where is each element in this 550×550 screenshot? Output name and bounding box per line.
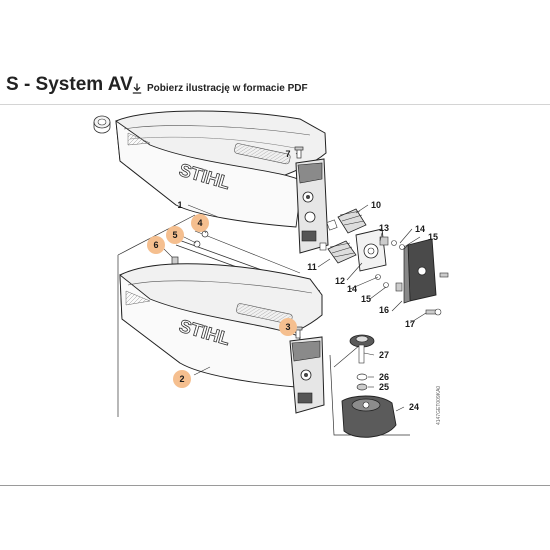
spring-11 [319,240,357,264]
callout-6[interactable]: 6 [153,240,158,250]
drawing-code: 4147GET009KA0 [436,386,442,425]
callout-4[interactable]: 4 [197,218,202,228]
page-title: S - System AV [6,74,133,95]
cover-24 [341,395,397,438]
callout-14-upper[interactable]: 14 [415,224,425,234]
callout-13[interactable]: 13 [379,223,389,233]
upper-housing: STIHL [115,110,329,254]
callout-labels: 1 2 3 4 5 6 7 10 11 12 13 14 14 15 15 16… [153,149,438,412]
nut-26 [356,373,368,381]
callout-7[interactable]: 7 [285,149,290,159]
lower-housing: STIHL [119,263,325,414]
callout-5[interactable]: 5 [172,230,177,240]
highlight-markers [147,214,297,388]
callout-15-lower[interactable]: 15 [361,294,371,304]
callout-11[interactable]: 11 [307,262,317,272]
callout-27[interactable]: 27 [379,350,389,360]
callout-17[interactable]: 17 [405,319,415,329]
callout-26[interactable]: 26 [379,372,389,382]
callout-14-lower[interactable]: 14 [347,284,357,294]
callout-25[interactable]: 25 [379,382,389,392]
callout-3[interactable]: 3 [285,322,290,332]
callout-10[interactable]: 10 [371,200,381,210]
parts-diagram: STIHL STIHL [93,110,449,438]
download-pdf-label: Pobierz ilustrację w formacie PDF [147,82,308,94]
bracket-12 [355,228,389,272]
download-pdf-link[interactable]: Pobierz ilustrację w formacie PDF [132,80,308,96]
callout-15-upper[interactable]: 15 [428,232,438,242]
spring-10 [326,208,367,234]
nut-25 [356,383,368,391]
clamp-27 [349,334,375,364]
download-icon [132,83,142,94]
callout-1[interactable]: 1 [177,200,182,210]
bracket-16 [395,238,449,304]
leader-lines [157,152,427,412]
illustration-frame: STIHL STIHL [0,104,550,486]
screw-7 [294,146,304,159]
callout-2[interactable]: 2 [179,374,184,384]
callout-12[interactable]: 12 [335,276,345,286]
nut-part [93,115,111,134]
callout-16[interactable]: 16 [379,305,389,315]
page-header: S - System AV Pobierz ilustrację w forma… [0,72,550,102]
callout-24[interactable]: 24 [409,402,419,412]
screw-17 [425,308,442,316]
